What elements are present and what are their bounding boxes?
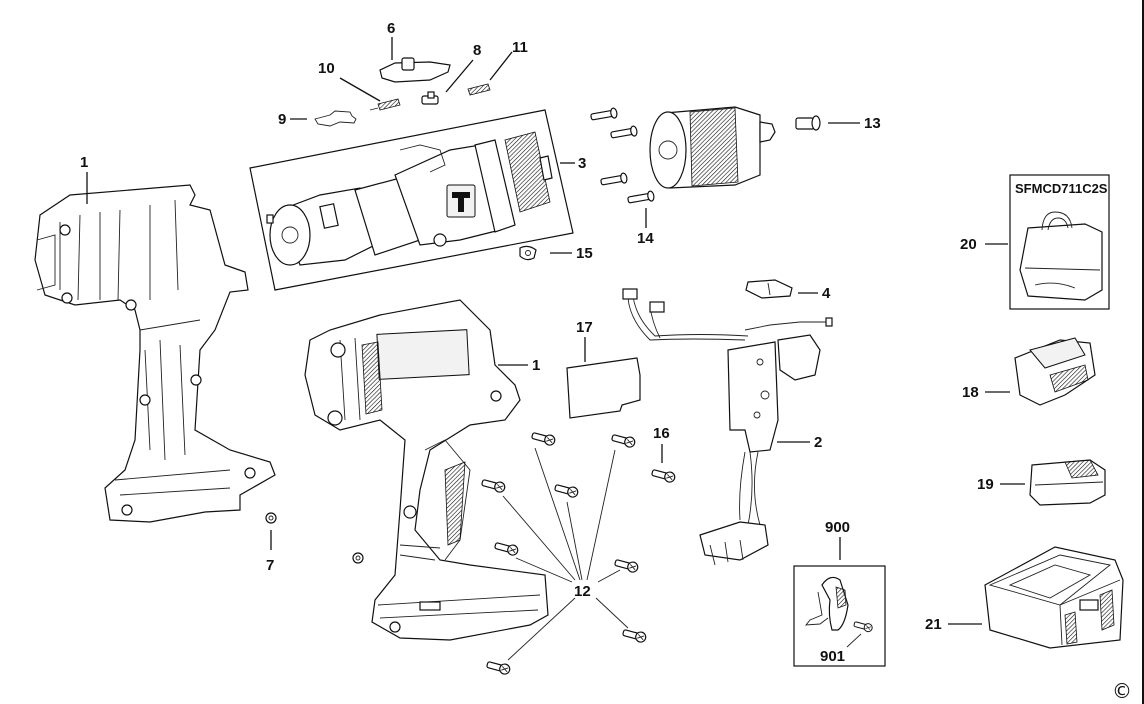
screw-12-a bbox=[530, 429, 557, 447]
callout-901: 901 bbox=[820, 648, 845, 665]
screws-14[interactable] bbox=[590, 107, 655, 205]
callout-2: 2 bbox=[814, 434, 822, 451]
leader-line-11 bbox=[489, 51, 513, 81]
callout-1-left: 1 bbox=[80, 154, 88, 171]
tool-bag-frame bbox=[1009, 174, 1110, 310]
screws-12[interactable] bbox=[480, 429, 648, 676]
nut-housing[interactable] bbox=[352, 552, 364, 564]
screw-12-c bbox=[480, 476, 507, 494]
callout-10: 10 bbox=[318, 60, 335, 77]
leader-line-901 bbox=[846, 633, 862, 648]
callout-4: 4 bbox=[822, 285, 831, 302]
callout-7: 7 bbox=[266, 557, 274, 574]
callout-17: 17 bbox=[576, 319, 593, 336]
screw-12-e bbox=[493, 539, 520, 557]
spring-10[interactable] bbox=[369, 98, 401, 111]
callout-19: 19 bbox=[977, 476, 994, 493]
callout-16: 16 bbox=[653, 425, 670, 442]
washer-15[interactable] bbox=[519, 245, 537, 261]
callout-20: 20 bbox=[960, 236, 977, 253]
callout-12: 12 bbox=[574, 583, 591, 600]
switch-with-wiring-2[interactable] bbox=[622, 288, 833, 566]
assembly-frame bbox=[249, 109, 574, 291]
callout-21: 21 bbox=[925, 616, 942, 633]
screw-12-g bbox=[621, 626, 648, 644]
model-number: SFMCD711C2S bbox=[1015, 181, 1108, 196]
callout-1-right: 1 bbox=[532, 357, 540, 374]
callout-9: 9 bbox=[278, 111, 286, 128]
right-border bbox=[1142, 0, 1144, 704]
battery-19[interactable] bbox=[1029, 459, 1106, 506]
kit-box-21[interactable] bbox=[984, 546, 1124, 649]
callout-15: 15 bbox=[576, 245, 593, 262]
callout-3: 3 bbox=[578, 155, 586, 172]
callout-900: 900 bbox=[825, 519, 850, 536]
leader-line-10 bbox=[339, 77, 381, 102]
spring-clip-9[interactable] bbox=[314, 110, 357, 127]
callout-11: 11 bbox=[512, 39, 528, 56]
gear-selector-6[interactable] bbox=[379, 57, 451, 83]
callout-14: 14 bbox=[637, 230, 654, 247]
tool-bag-20[interactable] bbox=[1009, 174, 1110, 310]
callout-18: 18 bbox=[962, 384, 979, 401]
callout-13: 13 bbox=[864, 115, 881, 132]
chuck[interactable] bbox=[649, 106, 776, 189]
screw-12-d bbox=[553, 481, 580, 499]
leader-line-8 bbox=[445, 59, 474, 93]
copyright-symbol: © bbox=[1112, 679, 1132, 703]
nut-7[interactable] bbox=[265, 512, 277, 524]
chuck-screw-13[interactable] bbox=[795, 115, 821, 131]
callout-6: 6 bbox=[387, 20, 395, 37]
charger-18[interactable] bbox=[1014, 337, 1096, 406]
screw-16[interactable] bbox=[650, 466, 677, 484]
slider-8[interactable] bbox=[421, 91, 439, 105]
belt-hook-900[interactable] bbox=[805, 576, 849, 631]
label-plate-17[interactable] bbox=[566, 357, 641, 419]
spring-11[interactable] bbox=[467, 83, 491, 96]
housing-right-assembled[interactable] bbox=[304, 299, 549, 641]
motor-gearbox-assembly-3[interactable] bbox=[249, 109, 574, 291]
forward-reverse-button-4[interactable] bbox=[745, 279, 793, 299]
screw-901[interactable] bbox=[852, 619, 874, 634]
callout-8: 8 bbox=[473, 42, 481, 59]
leader-lines-12 bbox=[502, 447, 629, 661]
housing-left-half[interactable] bbox=[34, 184, 276, 523]
belt-hook-frame bbox=[793, 565, 886, 667]
screw-12-h bbox=[485, 658, 512, 676]
screw-12-b bbox=[610, 431, 637, 449]
